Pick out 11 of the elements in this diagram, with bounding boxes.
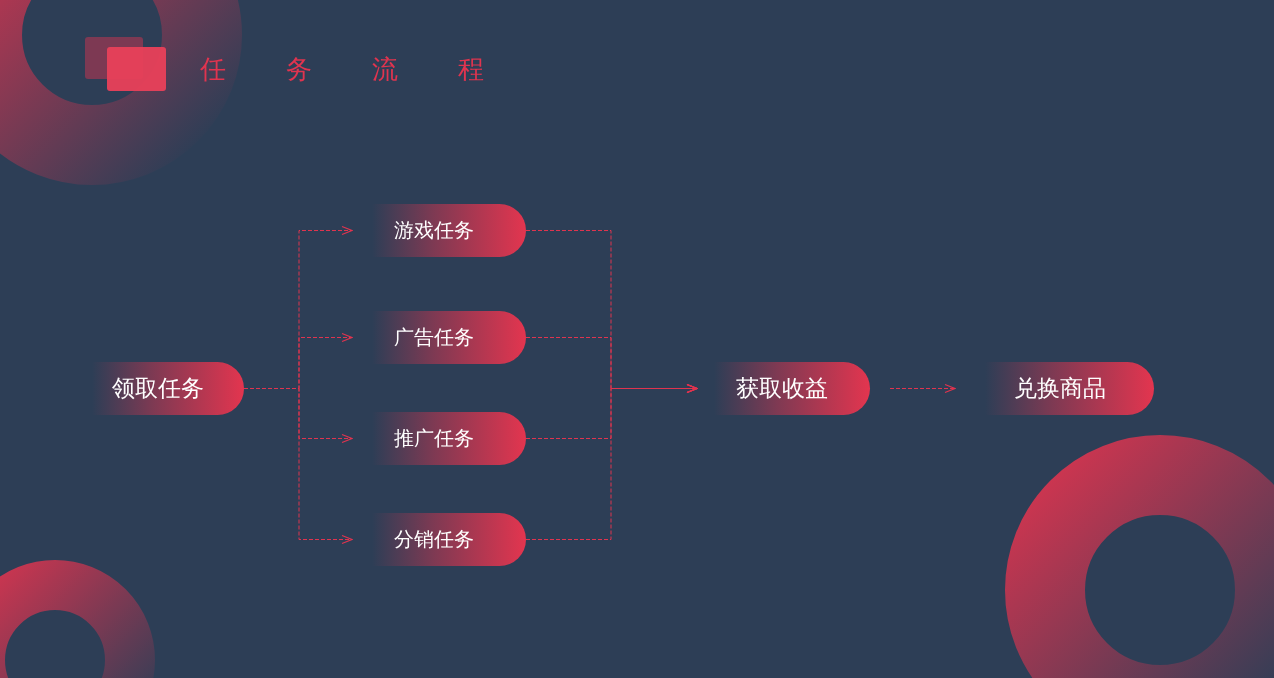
title: 任务流程 xyxy=(200,53,544,86)
arrow xyxy=(525,383,698,540)
process-pill: 游戏任务 xyxy=(372,204,526,257)
process-pill: 兑换商品 xyxy=(985,362,1154,415)
process-pill: 分销任务 xyxy=(372,513,526,566)
process-pill: 推广任务 xyxy=(372,412,526,465)
arrow xyxy=(889,383,956,394)
process-pill: 获取收益 xyxy=(714,362,870,415)
process-pill: 广告任务 xyxy=(372,311,526,364)
process-pill: 领取任务 xyxy=(92,362,244,415)
arrow xyxy=(243,388,353,545)
